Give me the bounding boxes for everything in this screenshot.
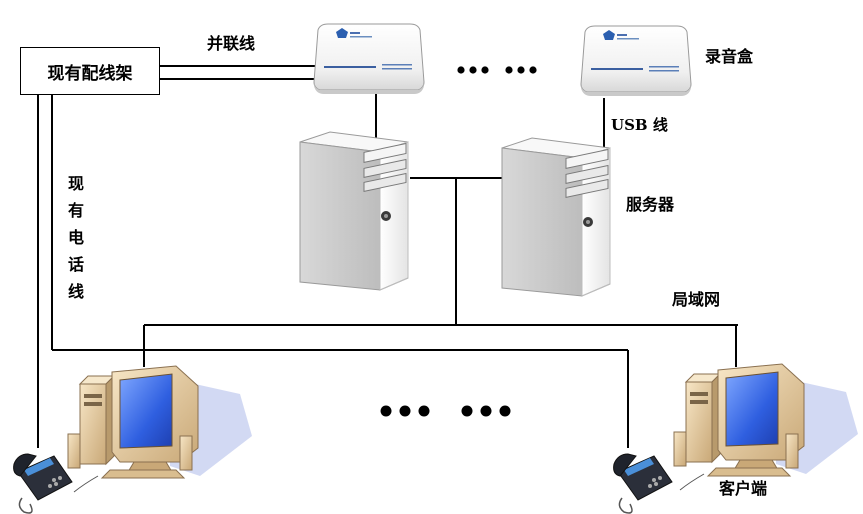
desktop-computer-icon — [67, 365, 253, 493]
distribution-frame-label: 现有配线架 — [47, 63, 133, 84]
recorder-box-icon — [313, 23, 425, 95]
server-tower-icon — [501, 137, 611, 297]
client-label: 客户端 — [719, 479, 768, 498]
parallel-line-label: 并联线 — [207, 34, 256, 53]
wiring — [37, 65, 738, 448]
telephone-icon — [12, 453, 73, 514]
desktop-computer-icon — [673, 363, 859, 491]
lan-label: 局域网 — [672, 290, 721, 309]
usb-line-label: USB 线 — [611, 116, 668, 134]
server-tower-icon — [299, 131, 409, 291]
ellipsis-dots-icon — [457, 66, 537, 74]
existing-phone-line-label: 现有电话线 — [67, 174, 84, 301]
recorder-box-icon — [580, 25, 692, 97]
ellipsis-dots-icon — [380, 405, 511, 417]
distribution-frame-box: 现有配线架 — [20, 47, 160, 95]
server-label: 服务器 — [626, 195, 675, 214]
recorder-box-label: 录音盒 — [705, 47, 754, 66]
telephone-icon — [612, 453, 673, 514]
